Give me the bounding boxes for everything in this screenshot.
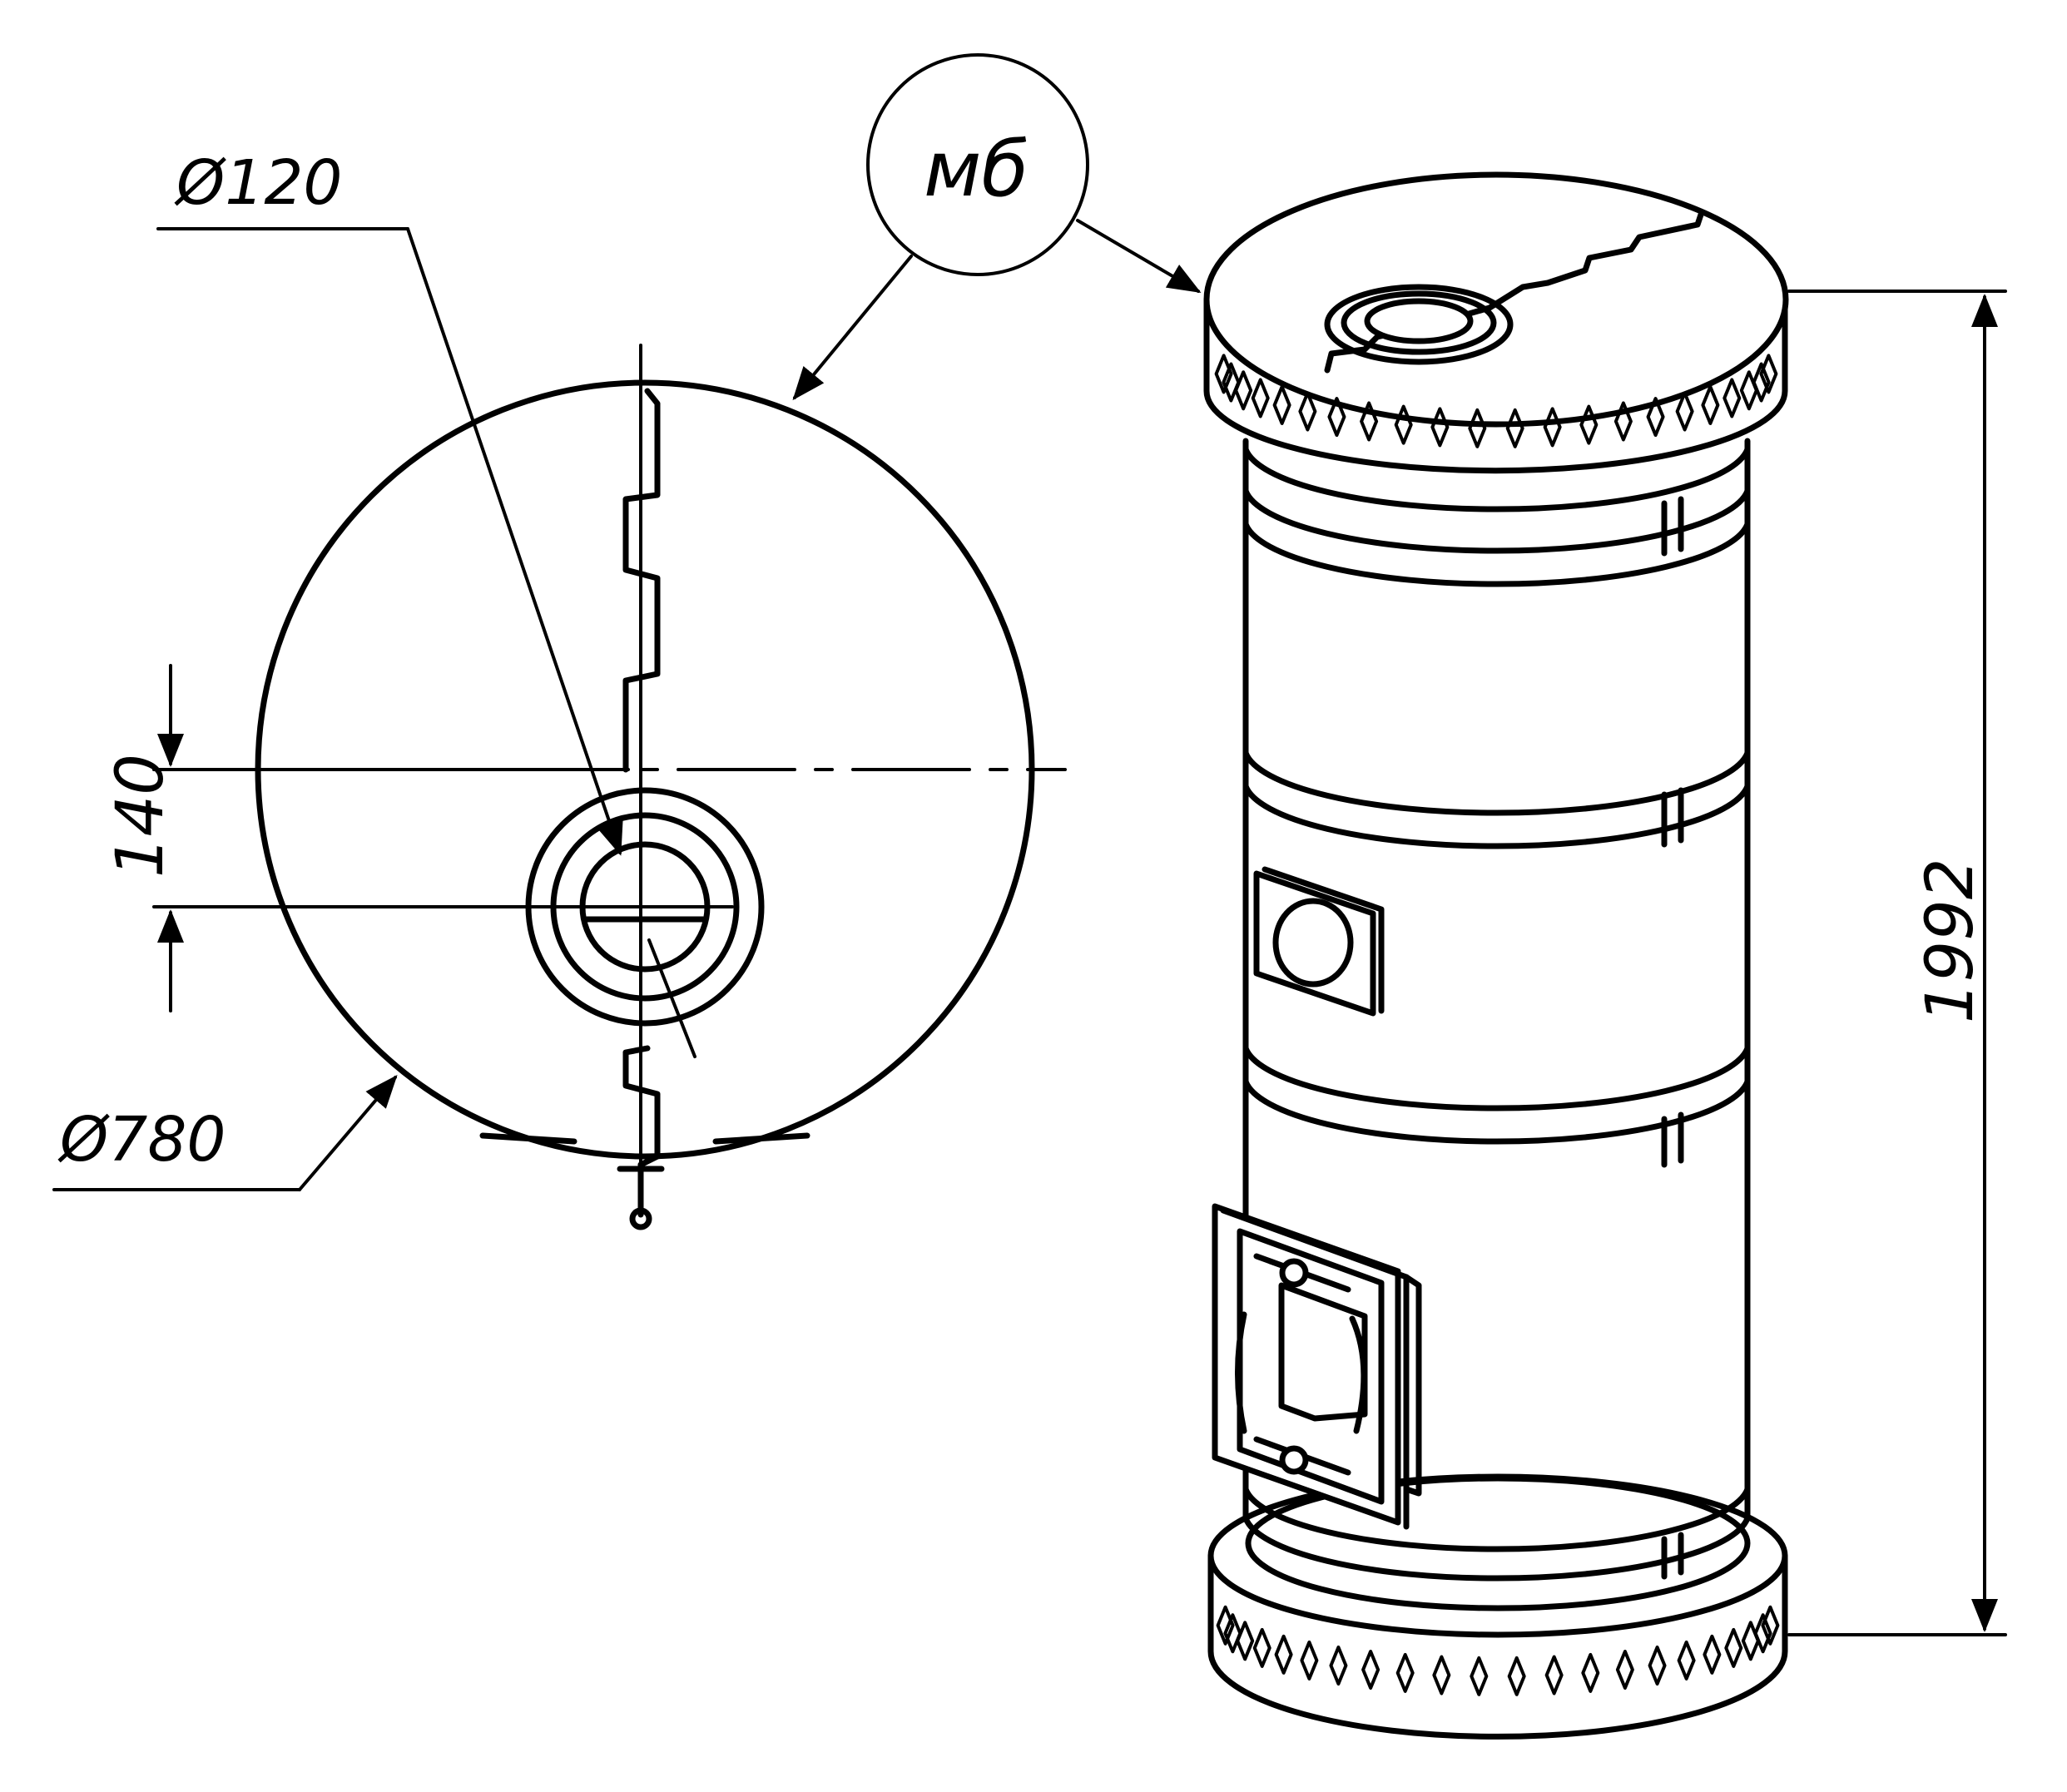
plinth-diamond (1724, 1627, 1743, 1668)
dimension-1992: 1992 (1787, 290, 2007, 1636)
plinth-diamond (1470, 1656, 1489, 1696)
plinth-diamond (1252, 1627, 1271, 1668)
plinth-diamond (1613, 401, 1633, 442)
bottom-plinth (1207, 1473, 1788, 1740)
plinth-diamond (1394, 404, 1413, 445)
plinth-diamond (1759, 354, 1778, 394)
plinth-diamond (1505, 408, 1524, 448)
inspection-hatch (1253, 866, 1385, 1017)
plinth-diamond (1430, 407, 1450, 448)
plinth-diamond (1543, 407, 1562, 448)
dimension-dia-780: Ø780 (52, 1074, 398, 1191)
plinth-diamond (1329, 1646, 1348, 1686)
plinth-diamond (1327, 397, 1346, 438)
plinth-diamond (1677, 1640, 1696, 1681)
plinth-diamond (1274, 1634, 1293, 1675)
dimension-140: 140 (103, 664, 734, 1012)
plinth-diamond (1581, 1652, 1600, 1693)
plinth-diamond (1675, 391, 1694, 432)
callout-circle (866, 53, 1089, 276)
callout-label: мб (924, 125, 1029, 214)
plinth-diamond (1272, 384, 1291, 425)
body-feet (479, 1132, 810, 1145)
plinth-diamond (1752, 362, 1771, 403)
seam-line (622, 388, 661, 1168)
iso-view (1203, 171, 1789, 1740)
plinth-diamond (1236, 1621, 1255, 1661)
plinth-diamond (1468, 408, 1487, 448)
plinth-diamond (1579, 404, 1599, 445)
top-seam (1324, 209, 1705, 374)
plinth-diamond (1648, 1646, 1667, 1686)
plinth-diamond (1360, 401, 1379, 442)
plinth-diamond (1507, 1656, 1526, 1696)
top-view: 140 Ø120 Ø780 (52, 147, 1067, 1230)
plinth-diamonds-top (1214, 354, 1778, 448)
plinth-diamond (1646, 397, 1665, 438)
firebox-door (1212, 1203, 1422, 1530)
plinth-diamond (1544, 1655, 1564, 1695)
label-dia-780: Ø780 (57, 1104, 226, 1176)
plinth-diamond (1251, 378, 1270, 418)
plinth-diamonds-bottom (1216, 1605, 1780, 1696)
plinth-diamond (1298, 391, 1317, 432)
top-plinth (1203, 171, 1789, 474)
plinth-diamond (1222, 362, 1241, 403)
plinth-diamond (1234, 370, 1253, 411)
plinth-diamond (1223, 1613, 1242, 1654)
plinth-diamond (1722, 378, 1742, 418)
dimension-dia-120: Ø120 (156, 147, 623, 856)
plinth-diamond (1615, 1650, 1634, 1691)
plinth-diamond (1432, 1655, 1451, 1695)
plinth-diamond (1300, 1640, 1319, 1681)
plinth-diamond (1395, 1652, 1415, 1693)
plinth-diamond (1753, 1613, 1772, 1654)
label-140: 140 (103, 754, 178, 878)
plinth-diamond (1761, 1605, 1780, 1646)
label-dia-120: Ø120 (174, 147, 343, 219)
body-bands (1242, 488, 1751, 1580)
bottom-fitting (617, 1161, 665, 1218)
plinth-diamond (1361, 1650, 1380, 1691)
plinth-diamond (1701, 384, 1720, 425)
callout-mb: мб (792, 53, 1202, 401)
label-1992: 1992 (1913, 858, 1988, 1023)
plinth-diamond (1703, 1634, 1722, 1675)
